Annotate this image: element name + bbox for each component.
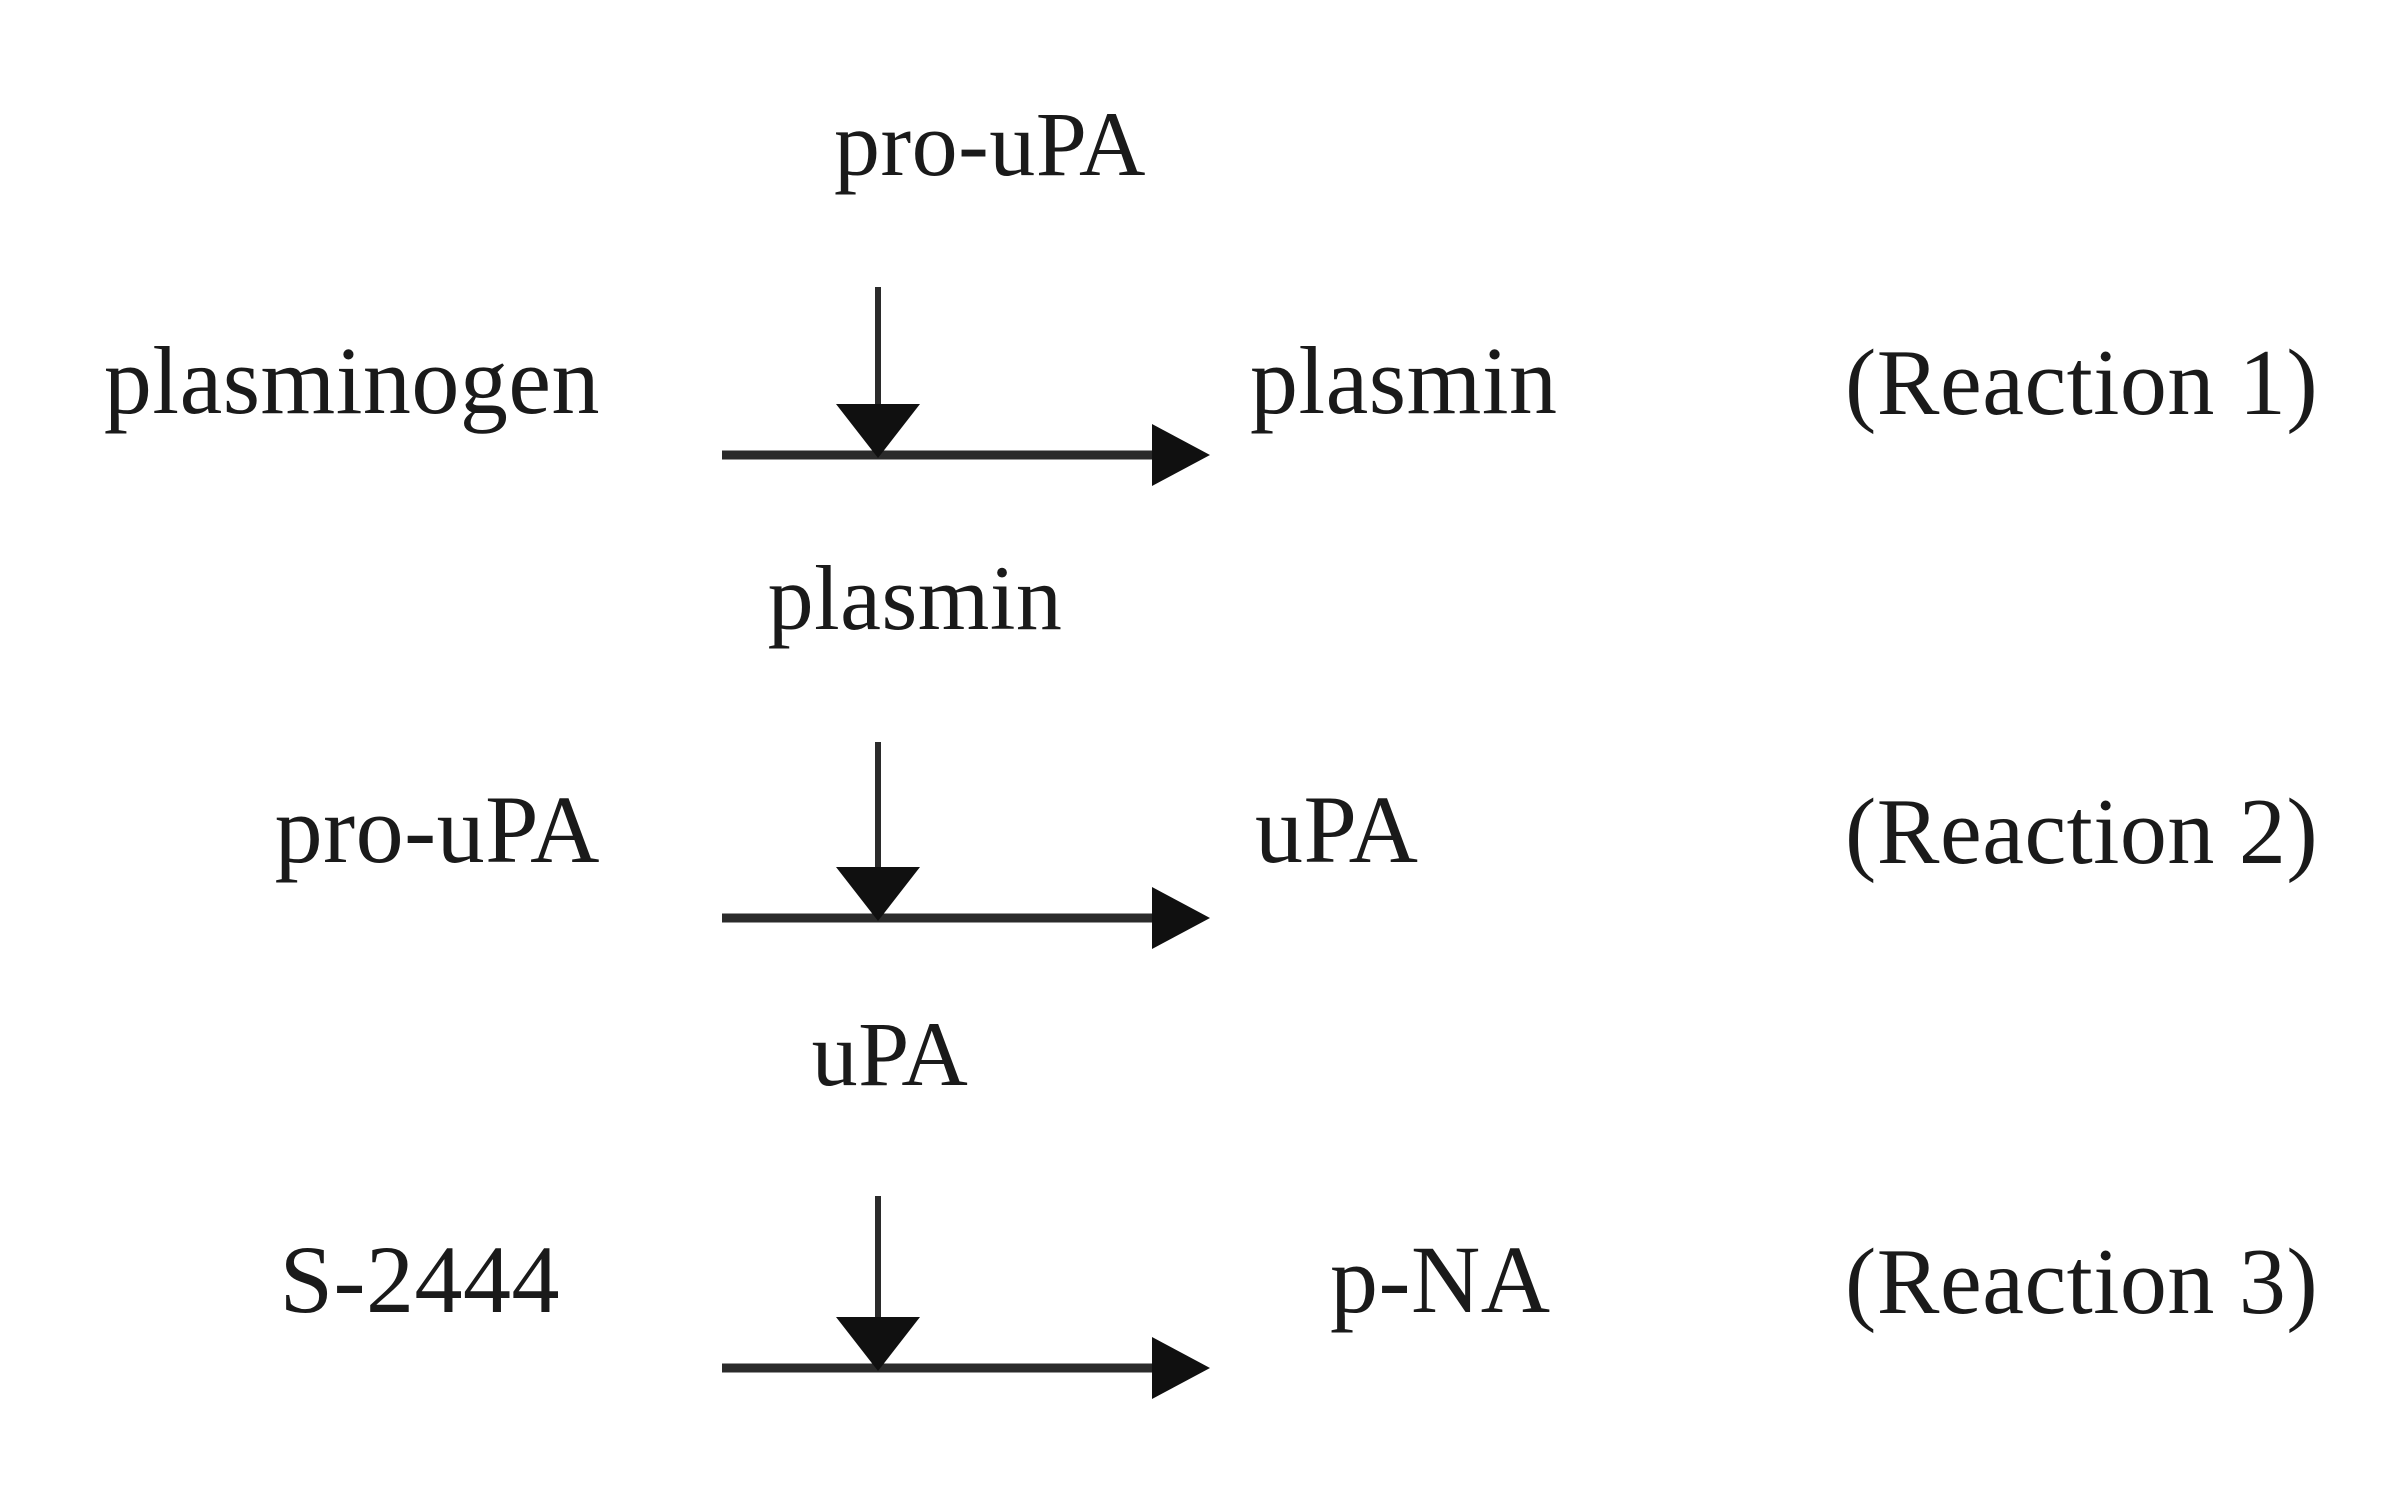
reaction-2-product-label: uPA bbox=[1255, 776, 1419, 883]
reaction-1-product-label: plasmin bbox=[1250, 327, 1558, 434]
reaction-3-tag: (Reaction 3) bbox=[1845, 1230, 2319, 1334]
reaction-1-catalyst-label: pro-uPA bbox=[834, 93, 1146, 195]
reaction-3-product-label: p-NA bbox=[1330, 1226, 1551, 1333]
reaction-2-tag: (Reaction 2) bbox=[1845, 780, 2319, 884]
reaction-2-catalyst-label: plasmin bbox=[767, 547, 1063, 649]
reaction-2-vertical-arrow bbox=[836, 742, 920, 921]
reaction-1-substrate-label: plasminogen bbox=[103, 327, 600, 434]
reaction-3-catalyst-label: uPA bbox=[811, 1003, 969, 1105]
reaction-1-vertical-arrow bbox=[836, 287, 920, 458]
reaction-3-vertical-arrow bbox=[836, 1196, 920, 1371]
reaction-3-substrate-label: S-2444 bbox=[279, 1226, 560, 1333]
reaction-2-horizontal-arrow bbox=[722, 887, 1210, 949]
reaction-2-substrate-label: pro-uPA bbox=[274, 776, 600, 883]
reaction-1-horizontal-arrow bbox=[722, 424, 1210, 486]
reaction-1-tag: (Reaction 1) bbox=[1845, 331, 2319, 435]
reaction-3-horizontal-arrow bbox=[722, 1337, 1210, 1399]
